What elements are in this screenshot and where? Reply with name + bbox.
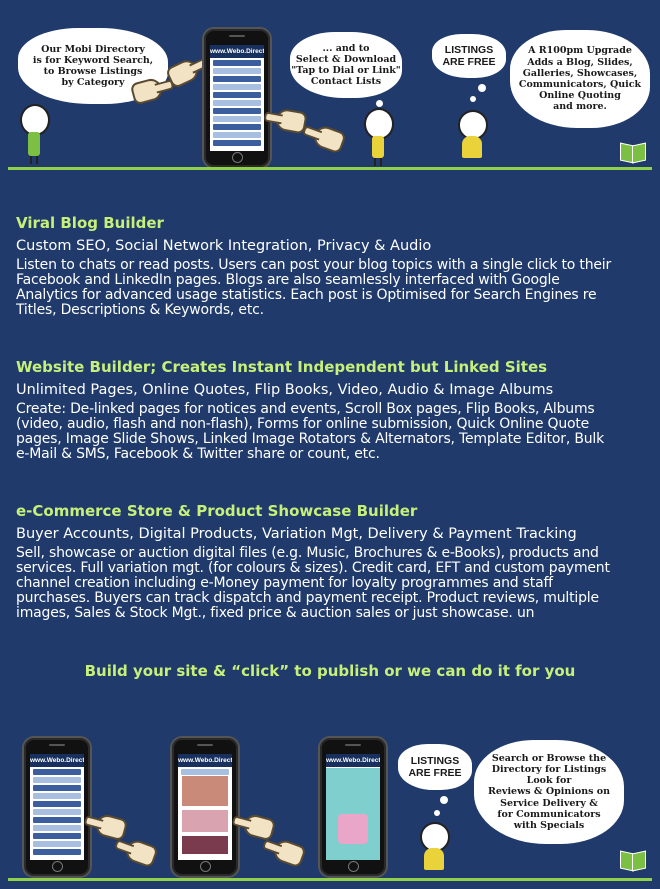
phone-icon: www.Webo.Directory (22, 736, 92, 878)
search-browse-bubble: Search or Browse the Directory for Listi… (474, 740, 624, 844)
phone-icon: www.Webo.Directory (170, 736, 240, 878)
listings-free-bubble: LISTINGS ARE FREE (432, 34, 506, 78)
book-icon (620, 848, 646, 870)
section-body: Sell, showcase or auction digital files … (16, 545, 610, 621)
pointing-hand-icon (93, 812, 129, 842)
section-subtitle: Buyer Accounts, Digital Products, Variat… (16, 526, 577, 542)
stick-figure-icon (18, 104, 52, 164)
book-icon (620, 140, 646, 162)
stick-figure-icon (414, 820, 454, 878)
section-subtitle: Unlimited Pages, Online Quotes, Flip Boo… (16, 382, 554, 398)
upgrade-bubble: A R100pm Upgrade Adds a Blog, Slides, Ga… (510, 30, 650, 128)
section-body: Create: De-linked pages for notices and … (16, 401, 604, 462)
section-body: Listen to chats or read posts. Users can… (16, 257, 612, 318)
stick-figure-icon (362, 108, 396, 166)
pointing-hand-icon (123, 837, 159, 869)
stick-figure-icon (452, 106, 492, 166)
phone-icon: www.Webo.Directory (202, 27, 272, 169)
ground-line (8, 878, 652, 881)
ground-line (8, 167, 652, 170)
section-title: Website Builder; Creates Instant Indepen… (16, 358, 548, 376)
select-download-bubble: ... and to Select & Download "Tap to Dia… (290, 32, 402, 98)
section-title: e-Commerce Store & Product Showcase Buil… (16, 502, 418, 520)
pointing-hand-icon (241, 812, 277, 842)
pointing-hand-icon (271, 837, 307, 869)
call-to-action: Build your site & “click” to publish or … (84, 662, 576, 680)
section-blog-builder: Viral Blog Builder Custom SEO, Social Ne… (16, 214, 616, 318)
section-subtitle: Custom SEO, Social Network Integration, … (16, 238, 432, 254)
section-website-builder: Website Builder; Creates Instant Indepen… (16, 358, 616, 462)
section-title: Viral Blog Builder (16, 214, 164, 232)
phone-icon: www.Webo.Directory (318, 736, 388, 878)
top-banner: Our Mobi Directory is for Keyword Search… (0, 0, 660, 175)
section-ecommerce-builder: e-Commerce Store & Product Showcase Buil… (16, 502, 616, 621)
listings-free-bubble: LISTINGS ARE FREE (398, 744, 472, 790)
bottom-banner: www.Webo.Directory www.Webo.Directory ww… (0, 730, 660, 889)
keyword-search-bubble: Our Mobi Directory is for Keyword Search… (18, 28, 168, 104)
pointing-hand-icon (311, 123, 347, 155)
